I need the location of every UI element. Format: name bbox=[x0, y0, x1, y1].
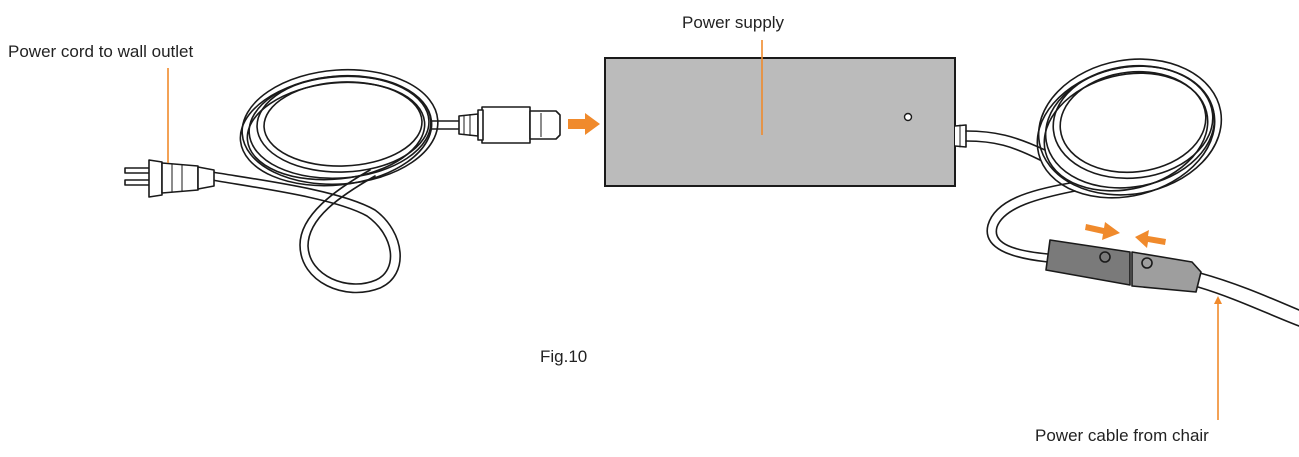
label-chair-cable: Power cable from chair bbox=[1035, 426, 1209, 445]
status-led bbox=[903, 112, 913, 122]
wall-plug bbox=[124, 159, 215, 198]
push-arrow-left bbox=[1085, 222, 1120, 240]
female-connector-half bbox=[1131, 251, 1202, 293]
power-supply-box bbox=[604, 57, 956, 187]
label-power-supply: Power supply bbox=[682, 13, 785, 32]
iec-connector bbox=[458, 106, 561, 144]
chair-cable bbox=[954, 58, 1299, 327]
chair-connector-pair bbox=[1045, 239, 1202, 293]
label-wall-cord: Power cord to wall outlet bbox=[8, 42, 194, 61]
male-connector-half bbox=[1045, 239, 1131, 286]
push-arrow-right bbox=[1135, 230, 1166, 248]
wall-power-cord bbox=[211, 68, 463, 294]
insert-arrow bbox=[568, 113, 600, 135]
figure-caption: Fig.10 bbox=[540, 347, 588, 366]
leader-lines bbox=[167, 40, 1222, 420]
